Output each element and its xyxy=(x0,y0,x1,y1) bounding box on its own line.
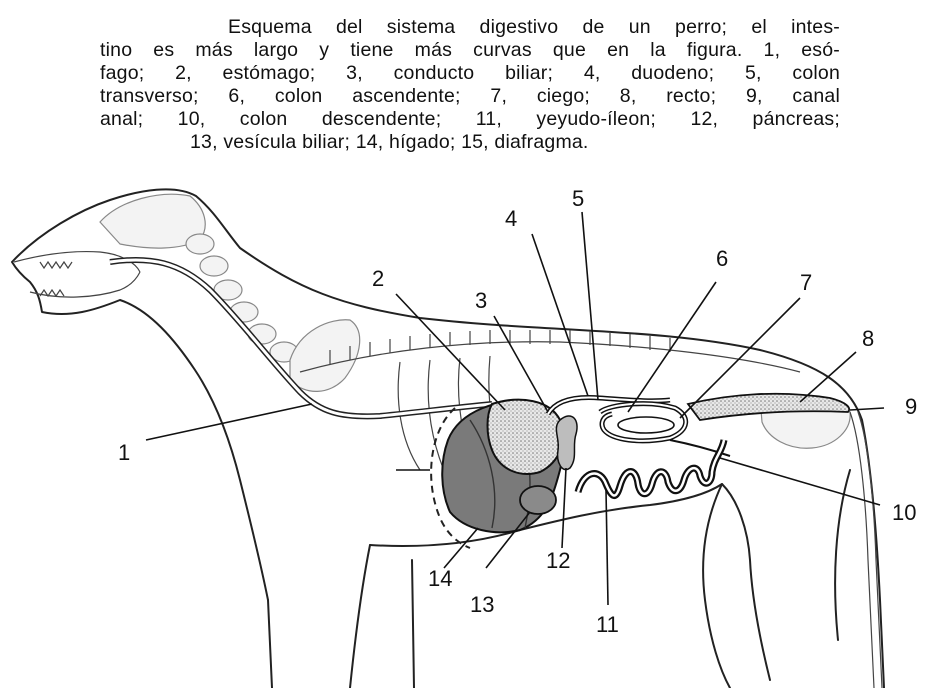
label-4-duodenum: 4 xyxy=(505,206,517,231)
cervical-vertebrae xyxy=(186,234,298,362)
label-8-rectum: 8 xyxy=(862,326,874,351)
label-3-bile-duct: 3 xyxy=(475,288,487,313)
caption-line-1: Esquema del sistema digestivo de un perr… xyxy=(100,16,840,39)
spine xyxy=(300,342,800,372)
caption-line-5: anal; 10, colon descendente; 11, yeyudo-… xyxy=(100,108,840,131)
pancreas xyxy=(556,416,577,470)
hindleg-outline xyxy=(703,470,850,688)
label-1-esophagus: 1 xyxy=(118,440,130,465)
label-12-pancreas: 12 xyxy=(546,548,570,573)
vertebral-processes xyxy=(330,330,670,364)
figure-caption: Esquema del sistema digestivo de un perr… xyxy=(100,16,840,154)
gall-bladder xyxy=(520,486,556,514)
label-14-liver: 14 xyxy=(428,566,452,591)
label-13-gall-bladder: 13 xyxy=(470,592,494,617)
teeth xyxy=(40,262,72,296)
dog-digestive-diagram: 1 2 3 4 5 6 7 8 9 10 11 12 13 14 xyxy=(0,170,949,688)
caption-line-6: 13, vesícula biliar; 14, hígado; 15, dia… xyxy=(100,131,840,154)
caption-line-2: tino es más largo y tiene más curvas que… xyxy=(100,39,840,62)
label-11-jejuno-ileum: 11 xyxy=(596,612,619,637)
foreleg-outline xyxy=(268,545,414,688)
cecum xyxy=(618,417,674,433)
caption-line-4: transverso; 6, colon ascendente; 7, cieg… xyxy=(100,85,840,108)
label-10-descending-colon: 10 xyxy=(892,500,916,525)
scapula xyxy=(290,320,360,392)
label-2-stomach: 2 xyxy=(372,266,384,291)
label-7-cecum: 7 xyxy=(800,270,812,295)
label-6-ascending-colon: 6 xyxy=(716,246,728,271)
label-5-transverse-colon: 5 xyxy=(572,186,584,211)
label-9-anal-canal: 9 xyxy=(905,394,917,419)
caption-line-3: fago; 2, estómago; 3, conducto biliar; 4… xyxy=(100,62,840,85)
